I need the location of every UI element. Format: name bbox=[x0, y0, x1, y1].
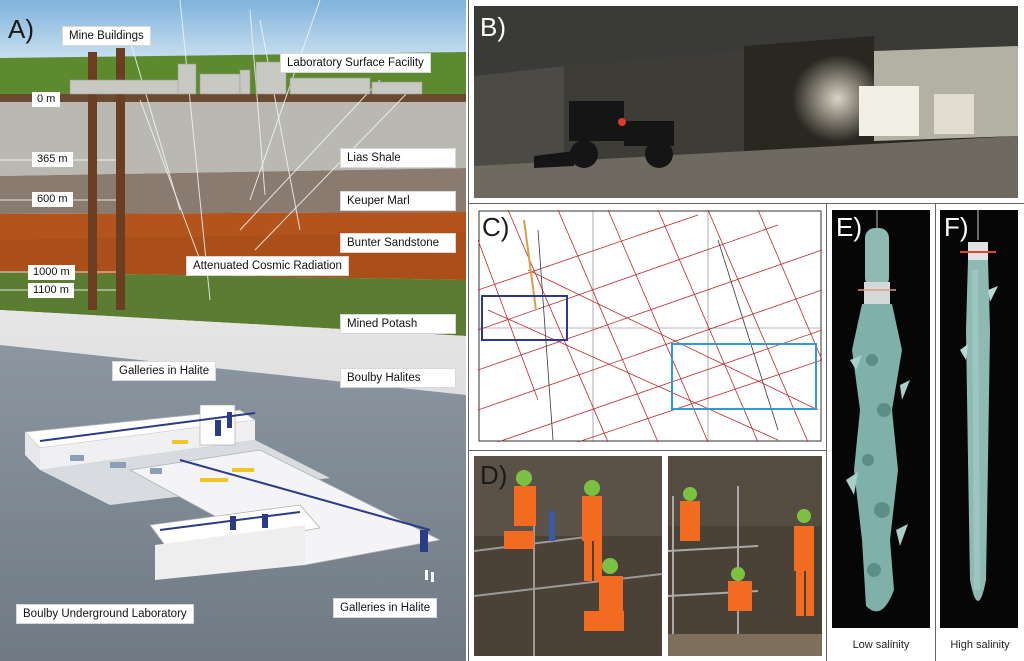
panel-e-letter: E) bbox=[836, 212, 862, 242]
map-highlight-dark-blue bbox=[481, 295, 568, 341]
label-lias-shale: Lias Shale bbox=[340, 148, 456, 168]
label-galleries-in-halite-top: Galleries in Halite bbox=[112, 361, 217, 381]
mine-shaft-right bbox=[116, 48, 125, 310]
panel-d-photo-left: D) bbox=[474, 456, 662, 656]
divider-horizontal-cd bbox=[469, 450, 826, 451]
ground-surface-line bbox=[0, 94, 466, 102]
panel-c-letter: C) bbox=[482, 212, 510, 242]
field-workers-photo-left bbox=[474, 456, 662, 656]
divider-vertical-ef bbox=[935, 203, 936, 661]
label-keuper-marl: Keuper Marl bbox=[340, 191, 456, 211]
depth-365m: 365 m bbox=[32, 152, 73, 167]
telehandler-vehicle bbox=[534, 101, 674, 168]
underground-lab-structure bbox=[24, 404, 442, 582]
label-attenuated-cosmic-radiation: Attenuated Cosmic Radiation bbox=[186, 256, 349, 276]
mine-tunnel-lines bbox=[478, 210, 822, 442]
panel-d-photo-right bbox=[668, 456, 822, 656]
label-boulby-halites: Boulby Halites bbox=[340, 368, 456, 388]
panel-e-crystal-photo: E) bbox=[832, 210, 930, 628]
mine-map-drawing bbox=[478, 210, 822, 442]
panel-d-letter: D) bbox=[480, 460, 508, 490]
divider-vertical-cd bbox=[826, 203, 827, 661]
label-mine-buildings: Mine Buildings bbox=[62, 26, 151, 46]
panel-b-cavern-photo: B) bbox=[474, 6, 1018, 198]
depth-1100m: 1100 m bbox=[28, 283, 74, 298]
label-mined-potash: Mined Potash bbox=[340, 314, 456, 334]
cavern-photo-illustration bbox=[474, 6, 1018, 198]
depth-0m: 0 m bbox=[32, 92, 61, 107]
depth-600m: 600 m bbox=[32, 192, 73, 207]
low-salinity-crystal-rod bbox=[832, 210, 930, 628]
divider-vertical-main bbox=[468, 0, 469, 661]
label-laboratory-surface-facility: Laboratory Surface Facility bbox=[280, 53, 431, 73]
panel-f-letter: F) bbox=[944, 212, 969, 242]
label-bunter-sandstone: Bunter Sandstone bbox=[340, 233, 456, 253]
high-salinity-crystal-rod bbox=[940, 210, 1018, 628]
cosmic-ray-lines bbox=[129, 0, 411, 301]
panel-b-letter: B) bbox=[480, 12, 506, 42]
panel-a-letter: A) bbox=[8, 14, 34, 44]
panel-a-geology-diagram: A) Mine Buildings Laboratory Surface Fac… bbox=[0, 0, 466, 661]
field-workers-photo-right bbox=[668, 456, 822, 656]
mine-shaft-left bbox=[88, 52, 97, 310]
label-boulby-underground-laboratory: Boulby Underground Laboratory bbox=[16, 604, 194, 624]
map-highlight-light-blue bbox=[671, 343, 817, 410]
panel-f-crystal-photo: F) bbox=[940, 210, 1018, 628]
caption-low-salinity: Low salinity bbox=[852, 639, 910, 651]
depth-1000m: 1000 m bbox=[28, 265, 75, 280]
caption-high-salinity: High salinity bbox=[950, 639, 1010, 651]
divider-horizontal-b bbox=[469, 203, 1024, 204]
panel-c-mine-map: C) bbox=[478, 210, 822, 442]
mine-buildings-illustration bbox=[69, 61, 423, 95]
label-galleries-in-halite-bottom: Galleries in Halite bbox=[333, 598, 438, 618]
